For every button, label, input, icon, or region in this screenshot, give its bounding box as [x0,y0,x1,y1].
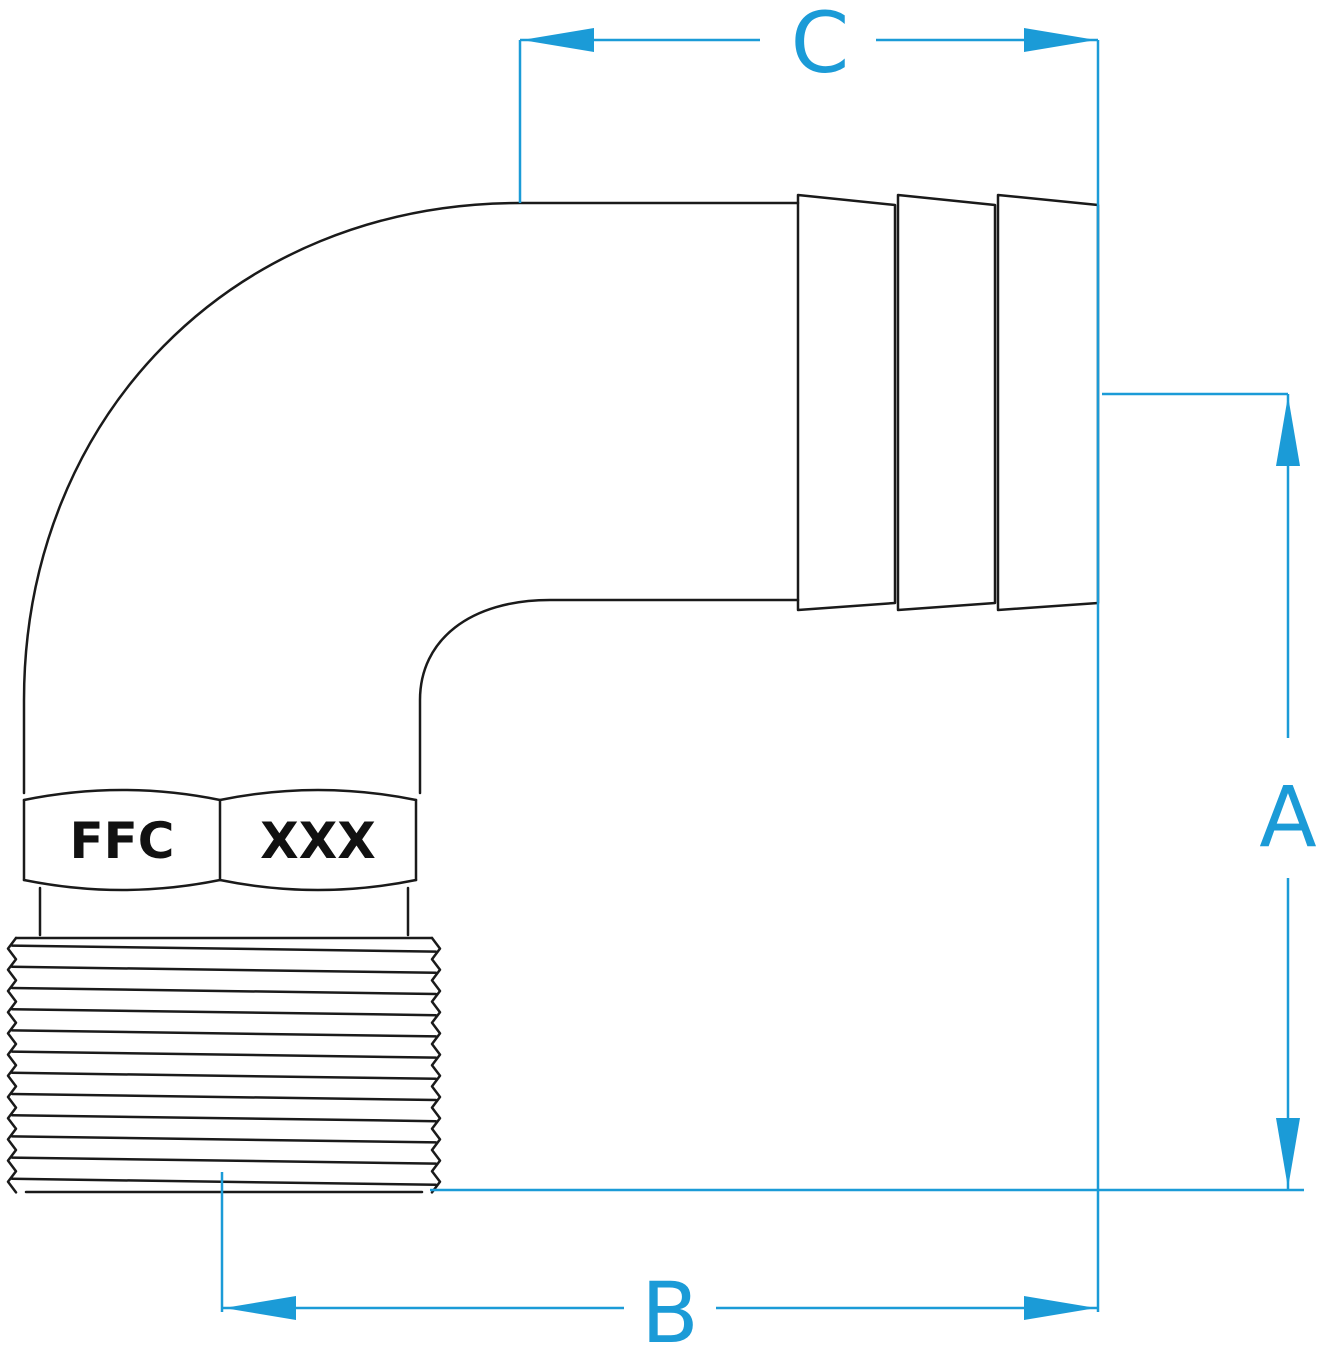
hex-nut: FFC XXX [22,788,418,892]
elbow-body [22,201,800,795]
thread-neck [38,886,410,937]
thread-right-profile [430,936,442,1194]
hex-bottom-edge [22,878,418,892]
threaded-section [6,936,442,1194]
dim-a-arrow-top [1276,396,1300,466]
hex-top-edge [22,788,418,802]
thread-crest-line [10,1092,438,1102]
barb-ring-3 [996,193,1100,612]
dim-a-label: A [1259,768,1316,866]
dim-b-arrow-left [224,1296,296,1320]
elbow-inner-contour [418,598,800,795]
dim-c-label: C [791,0,850,92]
barb-ring-1 [796,193,897,612]
elbow-outer-contour [22,201,800,795]
thread-crest-line [10,944,438,953]
thread-crest-line [10,1029,438,1038]
dimension-lines: C A B [220,0,1317,1353]
dim-a-arrow-bottom [1276,1118,1300,1188]
hex-code-marking: XXX [260,812,376,870]
thread-left-profile [6,936,18,1194]
hose-barbs [796,193,1100,612]
thread-crest-line [10,1071,438,1081]
thread-crest-line [10,1156,438,1165]
thread-crest-line [10,1007,438,1017]
thread-crest-line [10,965,438,975]
thread-crest-line [10,1113,438,1123]
hex-brand-marking: FFC [69,812,174,870]
thread-crest-line [10,1135,438,1144]
dim-c-arrow-right [1024,28,1096,52]
dim-b-arrow-right [1024,1296,1096,1320]
barb-ring-2 [896,193,997,612]
dim-c-arrow-left [522,28,594,52]
thread-crest-line [10,1050,438,1059]
thread-crest-line [10,1177,438,1187]
dim-b-label: B [641,1264,699,1353]
thread-crest-line [10,986,438,996]
